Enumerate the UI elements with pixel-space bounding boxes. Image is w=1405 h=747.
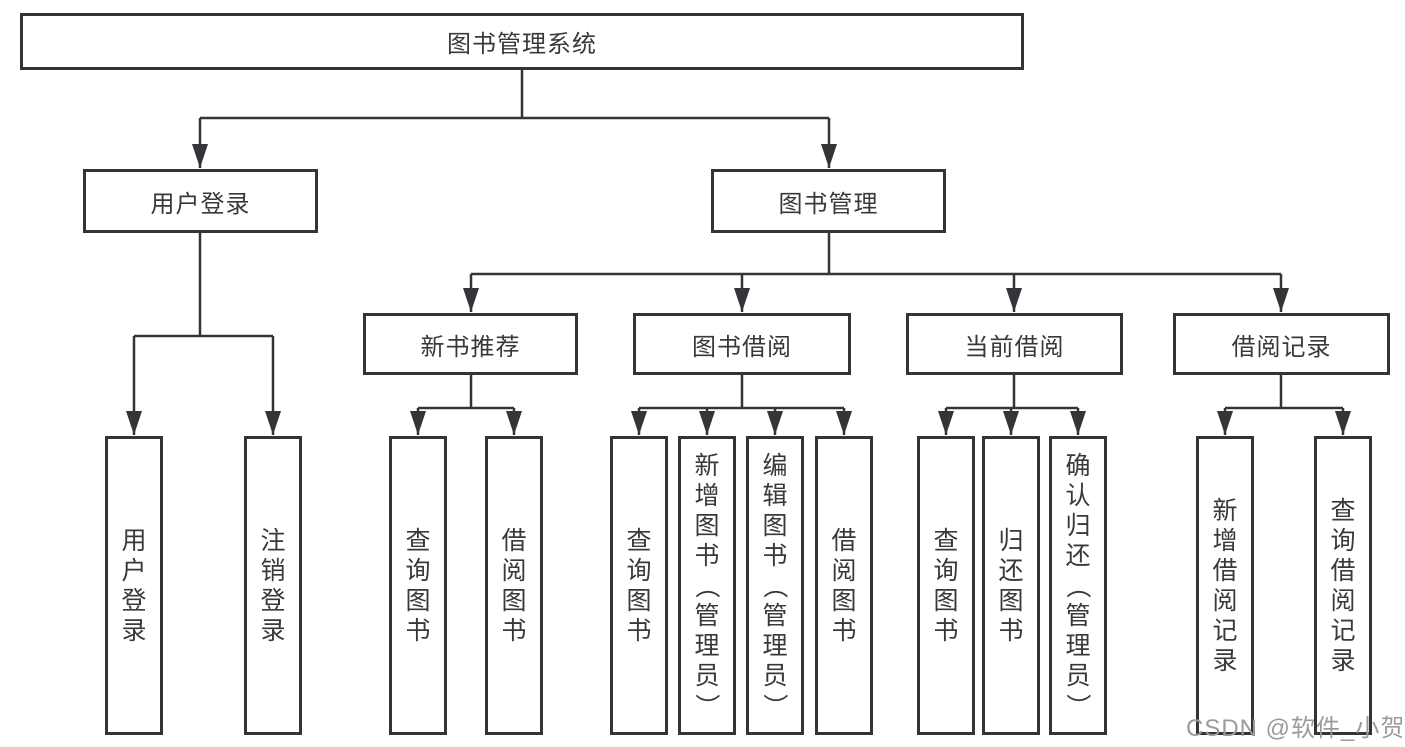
leaf-add-borrow-record: 新增借阅记录 [1196, 436, 1254, 735]
leaf-query-borrow-record: 查询借阅记录 [1314, 436, 1372, 735]
leaf-borrow-books-recommend: 借阅图书 [485, 436, 543, 735]
leaf-return-book: 归还图书 [982, 436, 1040, 735]
node-book-management: 图书管理 [711, 169, 946, 233]
leaf-query-books-recommend: 查询图书 [389, 436, 447, 735]
leaf-query-books-borrow: 查询图书 [610, 436, 668, 735]
leaf-user-login: 用户登录 [105, 436, 163, 735]
node-book-borrow: 图书借阅 [633, 313, 851, 375]
root-node-library-system: 图书管理系统 [20, 13, 1024, 70]
leaf-logout: 注销登录 [244, 436, 302, 735]
leaf-confirm-return-admin: 确认归还（管理员） [1049, 436, 1107, 735]
node-current-borrow: 当前借阅 [906, 313, 1123, 375]
csdn-watermark: CSDN @软件_小贺同学 [1186, 715, 1405, 742]
leaf-add-book-admin: 新增图书（管理员） [678, 436, 736, 735]
leaf-borrow-books: 借阅图书 [815, 436, 873, 735]
leaf-edit-book-admin: 编辑图书（管理员） [746, 436, 804, 735]
node-new-book-recommend: 新书推荐 [363, 313, 578, 375]
node-borrow-records: 借阅记录 [1173, 313, 1390, 375]
leaf-query-books-current: 查询图书 [917, 436, 975, 735]
node-user-login: 用户登录 [83, 169, 318, 233]
